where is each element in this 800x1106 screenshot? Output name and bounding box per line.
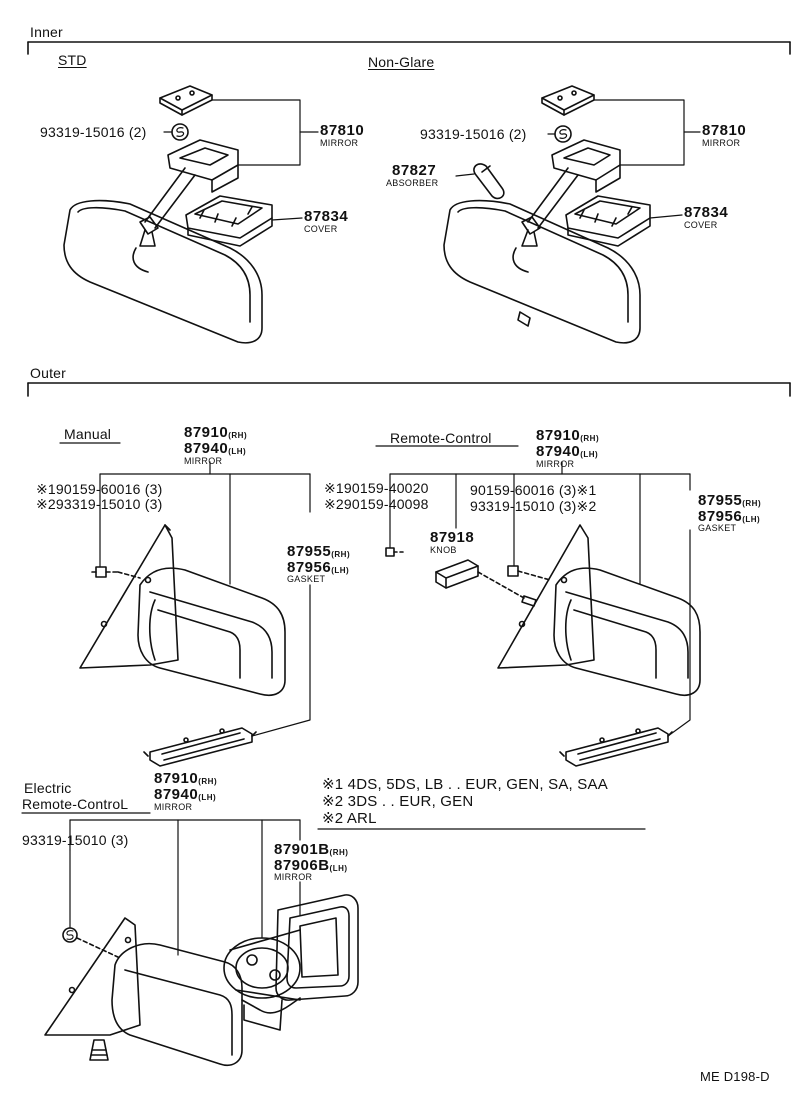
electric-glass-lh-number: 87906B	[274, 857, 330, 874]
std-mirror-label: MIRROR	[320, 138, 359, 148]
note-3: ※2 ARL	[322, 810, 377, 827]
remote-mirror-lh-number: 87940	[536, 443, 581, 460]
manual-gasket-lh-partno: 87956(LH)	[287, 560, 349, 575]
remote-gasket-rh-partno: 87955(RH)	[698, 493, 761, 508]
note-1: ※1 4DS, 5DS, LB . . EUR, GEN, SA, SAA	[322, 776, 608, 793]
manual-outer-mirror-drawing	[79, 524, 286, 767]
remote-gasket-lh-number: 87956	[698, 508, 743, 525]
nonglare-bolt-label: 93319-15016 (2)	[420, 126, 527, 142]
electric-title-line2: Remote-ControL	[22, 796, 129, 812]
std-leaders	[163, 99, 319, 221]
std-cover-label: COVER	[304, 224, 338, 234]
electric-mirror-label: MIRROR	[154, 802, 193, 812]
manual-gasket-label: GASKET	[287, 574, 326, 584]
manual-gasket-lh-tag: (LH)	[331, 566, 350, 575]
manual-mirror-rh-number: 87910	[184, 424, 229, 441]
remote-gasket-label: GASKET	[698, 523, 737, 533]
electric-glass-rh-tag: (RH)	[329, 848, 349, 857]
electric-title-line1: Electric	[24, 780, 72, 796]
remote-screw2-label: ※290159-40098	[324, 496, 429, 512]
remote-gasket-rh-number: 87955	[698, 492, 743, 509]
manual-mirror-rh-partno: 87910(RH)	[184, 425, 247, 440]
manual-gasket-rh-partno: 87955(RH)	[287, 544, 350, 559]
nonglare-inner-mirror-drawing	[443, 85, 651, 344]
remote-outer-mirror-drawing	[385, 524, 701, 767]
electric-outer-mirror-drawing	[44, 894, 359, 1066]
electric-glass-rh-number: 87901B	[274, 841, 330, 858]
manual-title: Manual	[64, 426, 112, 442]
remote-gasket-lh-tag: (LH)	[742, 515, 761, 524]
electric-bolt-label: 93319-15010 (3)	[22, 832, 129, 848]
remote-bolt2-label: 93319-15010 (3)※2	[470, 498, 597, 514]
std-cover-partno: 87834	[304, 208, 349, 225]
electric-glass-label: MIRROR	[274, 872, 313, 882]
remote-mirror-label: MIRROR	[536, 459, 575, 469]
electric-mirror-rh-partno: 87910(RH)	[154, 771, 217, 786]
knob-partno: 87918	[430, 529, 475, 546]
nonglare-mirror-partno: 87810	[702, 122, 747, 139]
knob-label: KNOB	[430, 545, 457, 555]
nonglare-mirror-label: MIRROR	[702, 138, 741, 148]
electric-glass-lh-partno: 87906B(LH)	[274, 858, 348, 873]
diagram-code: ME D198-D	[700, 1069, 770, 1084]
manual-rh-tag: (RH)	[228, 431, 248, 440]
manual-gasket-rh-number: 87955	[287, 543, 332, 560]
std-bolt-label: 93319-15016 (2)	[40, 124, 147, 140]
remote-leaders	[375, 445, 691, 737]
manual-mirror-label: MIRROR	[184, 456, 223, 466]
remote-rh-tag: (RH)	[580, 434, 600, 443]
std-inner-mirror-drawing	[63, 85, 273, 344]
manual-lh-tag: (LH)	[228, 447, 247, 456]
absorber-label: ABSORBER	[386, 178, 439, 188]
manual-leaders	[59, 442, 311, 737]
nonglare-leaders	[455, 99, 701, 219]
inner-section-bracket	[27, 41, 791, 55]
nonglare-cover-partno: 87834	[684, 204, 729, 221]
electric-mirror-lh-partno: 87940(LH)	[154, 787, 216, 802]
remote-gasket-rh-tag: (RH)	[742, 499, 762, 508]
outer-section-label: Outer	[30, 365, 67, 381]
electric-glass-lh-tag: (LH)	[329, 864, 348, 873]
note-2: ※2 3DS . . EUR, GEN	[322, 793, 474, 810]
inner-section-label: Inner	[30, 24, 63, 40]
electric-lh-tag: (LH)	[198, 793, 217, 802]
remote-mirror-rh-partno: 87910(RH)	[536, 428, 599, 443]
remote-bolt1-label: 90159-60016 (3)※1	[470, 482, 597, 498]
remote-title: Remote-Control	[390, 430, 492, 446]
manual-gasket-rh-tag: (RH)	[331, 550, 351, 559]
nonglare-cover-label: COVER	[684, 220, 718, 230]
manual-bolt1-label: ※190159-60016 (3)	[36, 481, 163, 497]
std-title: STD	[58, 52, 87, 68]
remote-screw1-label: ※190159-40020	[324, 480, 429, 496]
std-mirror-partno: 87810	[320, 122, 365, 139]
remote-mirror-rh-number: 87910	[536, 427, 581, 444]
manual-bolt2-label: ※293319-15010 (3)	[36, 496, 163, 512]
manual-gasket-lh-number: 87956	[287, 559, 332, 576]
electric-mirror-rh-number: 87910	[154, 770, 199, 787]
remote-mirror-lh-partno: 87940(LH)	[536, 444, 598, 459]
remote-lh-tag: (LH)	[580, 450, 599, 459]
electric-leaders	[21, 812, 301, 956]
absorber-partno: 87827	[392, 162, 437, 179]
electric-mirror-lh-number: 87940	[154, 786, 199, 803]
manual-mirror-lh-partno: 87940(LH)	[184, 441, 246, 456]
manual-mirror-lh-number: 87940	[184, 440, 229, 457]
outer-section-bracket	[27, 382, 791, 397]
nonglare-title: Non-Glare	[368, 54, 435, 70]
remote-gasket-lh-partno: 87956(LH)	[698, 509, 760, 524]
electric-rh-tag: (RH)	[198, 777, 218, 786]
electric-glass-rh-partno: 87901B(RH)	[274, 842, 348, 857]
